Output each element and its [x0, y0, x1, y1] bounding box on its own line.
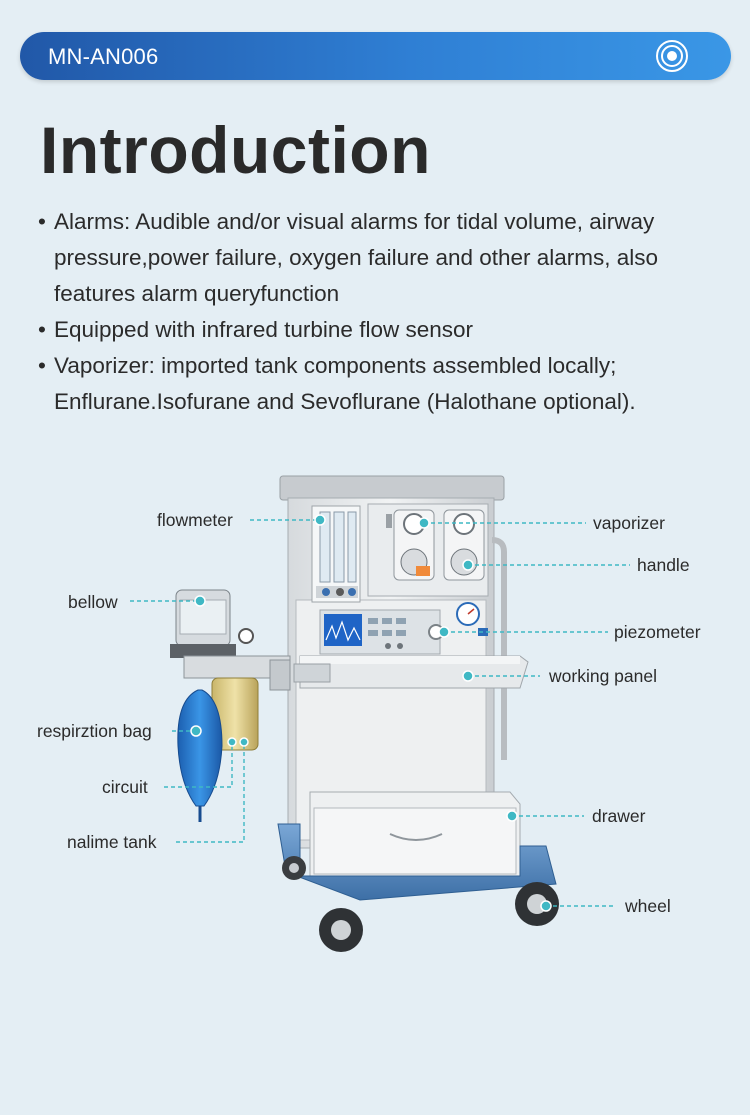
label-flowmeter: flowmeter — [157, 510, 233, 530]
header-bar: MN-AN006 — [20, 32, 731, 80]
label-drawer: drawer — [592, 806, 646, 826]
wheels — [282, 856, 559, 952]
feature-item-vaporizer: •Vaporizer: imported tank components ass… — [38, 353, 636, 414]
label-vaporizer: vaporizer — [593, 513, 665, 533]
handle-bar — [491, 537, 507, 760]
label-circuit: circuit — [102, 777, 148, 797]
leader-dots — [190, 514, 552, 912]
feature-item-alarms: •Alarms: Audible and/or visual alarms fo… — [38, 209, 659, 306]
label-respiration-bag: respirztion bag — [37, 721, 152, 741]
label-nalime-tank: nalime tank — [67, 832, 157, 852]
label-handle: handle — [637, 555, 690, 575]
respiration-bag — [177, 689, 223, 822]
target-ring-icon — [656, 40, 688, 72]
header-title: MN-AN006 — [48, 44, 159, 69]
working-panel-shelf — [293, 655, 529, 689]
flowmeter-unit — [311, 505, 361, 603]
label-bellow: bellow — [68, 592, 118, 612]
feature-text: Vaporizer: imported tank components asse… — [54, 353, 636, 414]
control-panel — [319, 609, 441, 655]
feature-list: •Alarms: Audible and/or visual alarms fo… — [38, 204, 728, 420]
label-working-panel: working panel — [549, 666, 657, 686]
feature-item-flow-sensor: •Equipped with infrared turbine flow sen… — [38, 317, 473, 342]
vaporizer-unit — [367, 503, 489, 597]
label-wheel: wheel — [625, 896, 671, 916]
feature-text: Equipped with infrared turbine flow sens… — [54, 317, 473, 342]
page-title: Introduction — [40, 113, 431, 187]
bellow-assembly — [170, 589, 291, 691]
drawer-unit — [309, 791, 521, 879]
leader-lines — [130, 519, 630, 907]
feature-text: Alarms: Audible and/or visual alarms for… — [54, 209, 659, 306]
machine-base — [277, 823, 557, 901]
label-piezometer: piezometer — [614, 622, 701, 642]
